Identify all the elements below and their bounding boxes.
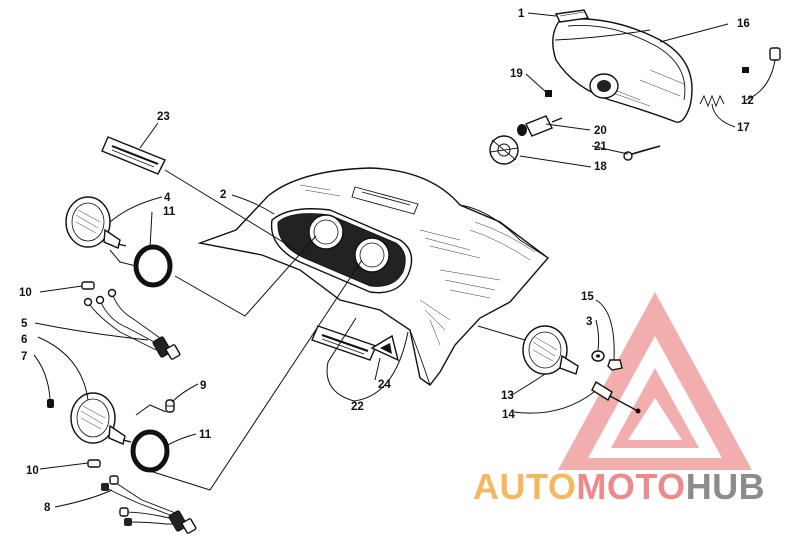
screw-21 bbox=[623, 145, 661, 161]
bulb-10-lower bbox=[87, 459, 101, 468]
decal-24 bbox=[370, 334, 400, 362]
part-number-13: 13 bbox=[501, 390, 514, 402]
washer-3 bbox=[591, 350, 605, 362]
decal-23 bbox=[101, 136, 166, 175]
sensor-14 bbox=[591, 380, 641, 414]
part-number-14: 14 bbox=[502, 409, 515, 421]
part-number-18: 18 bbox=[594, 161, 607, 173]
adjuster-12 bbox=[742, 47, 781, 73]
part-number-15: 15 bbox=[581, 291, 594, 303]
part-number-16: 16 bbox=[737, 18, 750, 30]
part-number-10-upper: 10 bbox=[19, 287, 32, 299]
part-number-6: 6 bbox=[21, 334, 27, 346]
part-number-12: 12 bbox=[741, 95, 754, 107]
nut-15 bbox=[607, 359, 623, 371]
spring-17 bbox=[699, 94, 725, 108]
part-number-11-lower: 11 bbox=[199, 429, 212, 441]
part-number-17: 17 bbox=[737, 122, 750, 134]
part-number-9: 9 bbox=[200, 380, 206, 392]
part-number-24: 24 bbox=[378, 379, 391, 391]
bulb-10-upper bbox=[81, 281, 95, 290]
bezel-ring-11-upper bbox=[133, 244, 173, 288]
wiring-harness-5 bbox=[83, 288, 181, 360]
watermark-logo-text: AUTOMOTOHUB bbox=[473, 466, 765, 507]
leader-lines bbox=[33, 12, 776, 508]
bulb-9 bbox=[165, 399, 175, 413]
instrument-panel-housing bbox=[197, 167, 550, 386]
part-number-5: 5 bbox=[21, 318, 28, 330]
bulb-20 bbox=[517, 115, 563, 137]
gauge-4 bbox=[65, 196, 127, 249]
part-number-8: 8 bbox=[44, 502, 51, 514]
gauge-13 bbox=[522, 325, 579, 375]
bezel-ring-11-lower bbox=[130, 429, 170, 473]
watermark-auto: AUTOMOTOHUB bbox=[473, 466, 765, 507]
headlight-housing-16 bbox=[552, 18, 693, 123]
part-number-7: 7 bbox=[21, 351, 27, 363]
wiring-harness-8 bbox=[101, 475, 197, 534]
decal-22 bbox=[311, 325, 377, 361]
part-number-22: 22 bbox=[351, 401, 364, 413]
gauge-6 bbox=[70, 392, 132, 445]
part-number-2: 2 bbox=[220, 189, 226, 201]
bulb-7 bbox=[47, 399, 54, 408]
part-numbers: 1 2 3 4 5 6 7 8 9 10 10 11 11 12 13 14 1… bbox=[19, 8, 754, 514]
screw-19 bbox=[545, 90, 552, 97]
clip-1 bbox=[554, 9, 590, 23]
part-number-10-lower: 10 bbox=[26, 465, 39, 477]
watermark-logo-triangle bbox=[558, 292, 752, 470]
part-number-21: 21 bbox=[594, 141, 607, 153]
part-number-3: 3 bbox=[586, 316, 592, 328]
part-number-19: 19 bbox=[510, 68, 523, 80]
part-number-4: 4 bbox=[164, 192, 171, 204]
cap-18 bbox=[489, 135, 519, 165]
part-number-20: 20 bbox=[594, 125, 607, 137]
part-number-23: 23 bbox=[157, 111, 170, 123]
part-number-11-upper: 11 bbox=[163, 206, 176, 218]
part-number-1: 1 bbox=[518, 8, 525, 20]
